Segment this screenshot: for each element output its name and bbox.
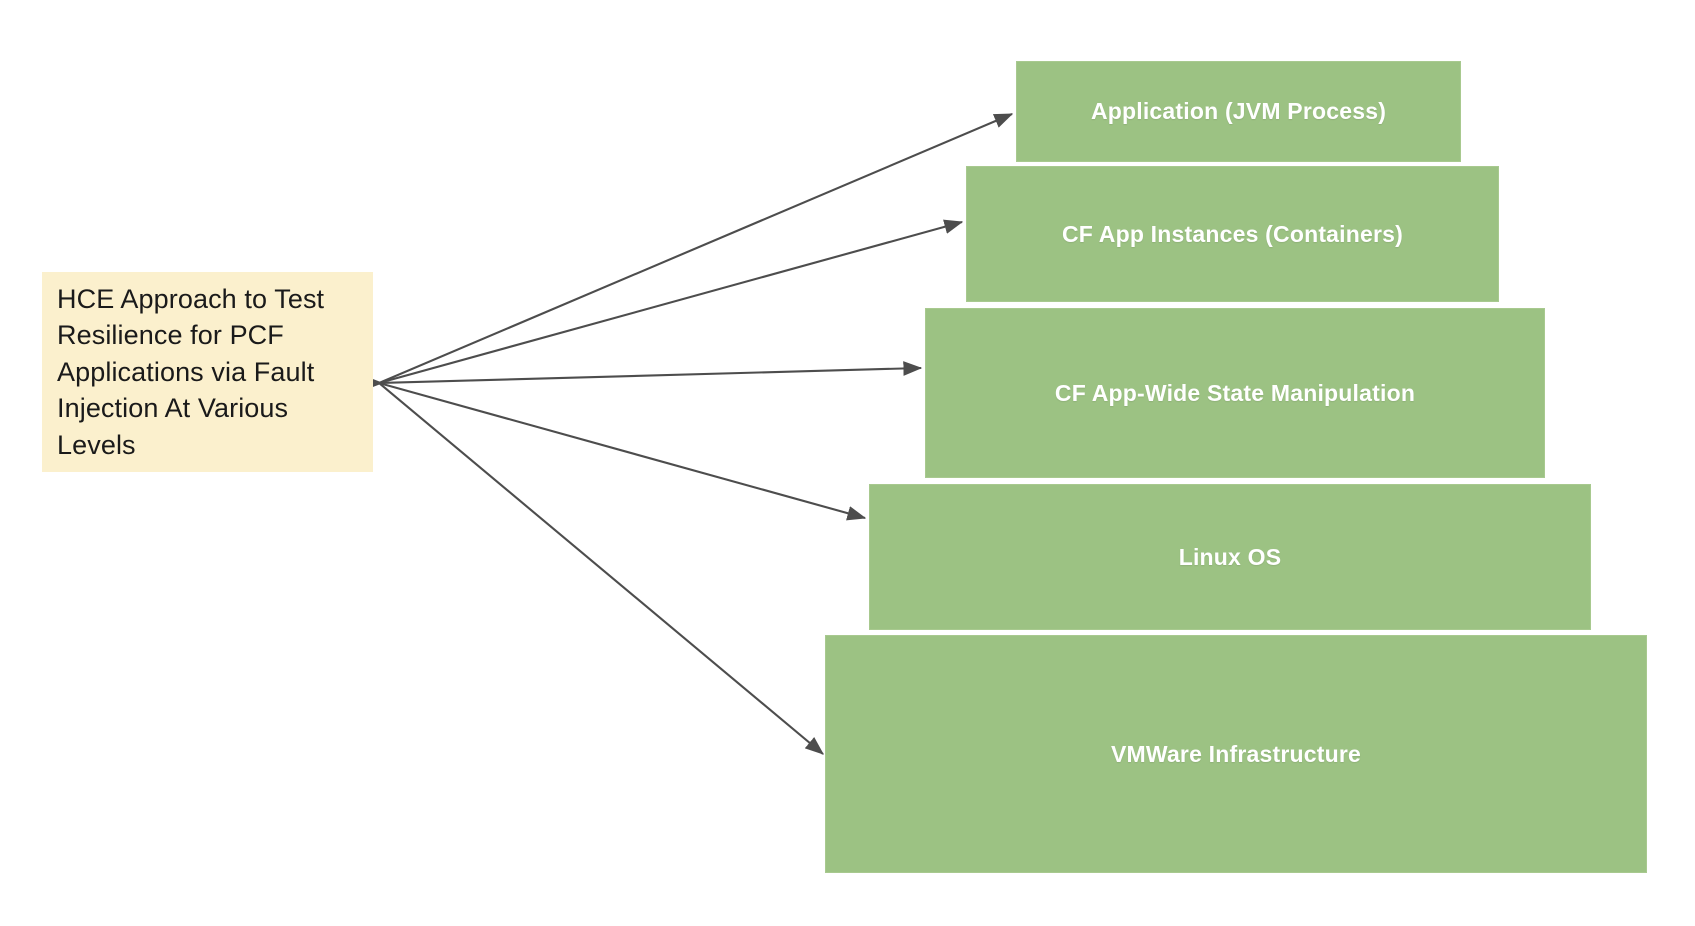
arrow-to-vmware-infrastructure bbox=[378, 382, 824, 755]
layer-node-label: Application (JVM Process) bbox=[1090, 98, 1387, 124]
layer-node-label: CF App Instances (Containers) bbox=[1061, 220, 1404, 247]
source-node-label: HCE Approach to Test Resilience for PCF … bbox=[57, 283, 325, 460]
layer-node-cf-app-wide-state[interactable]: CF App-Wide State Manipulation bbox=[925, 308, 1545, 478]
layer-node-label: VMWare Infrastructure bbox=[1110, 740, 1361, 767]
arrow-to-linux-os bbox=[378, 381, 867, 521]
source-node-hce-approach[interactable]: HCE Approach to Test Resilience for PCF … bbox=[42, 272, 373, 472]
layer-node-linux-os[interactable]: Linux OS bbox=[869, 484, 1591, 630]
layer-node-label: CF App-Wide State Manipulation bbox=[1054, 379, 1416, 406]
arrow-to-cf-app-wide-state bbox=[378, 361, 923, 385]
layer-node-label: Linux OS bbox=[1178, 543, 1282, 570]
arrow-to-application bbox=[378, 113, 1014, 384]
arrow-to-cf-app-instances bbox=[378, 219, 964, 385]
layer-node-application[interactable]: Application (JVM Process) bbox=[1016, 61, 1461, 162]
layer-node-cf-app-instances[interactable]: CF App Instances (Containers) bbox=[966, 166, 1499, 302]
layer-node-vmware-infrastructure[interactable]: VMWare Infrastructure bbox=[825, 635, 1647, 873]
